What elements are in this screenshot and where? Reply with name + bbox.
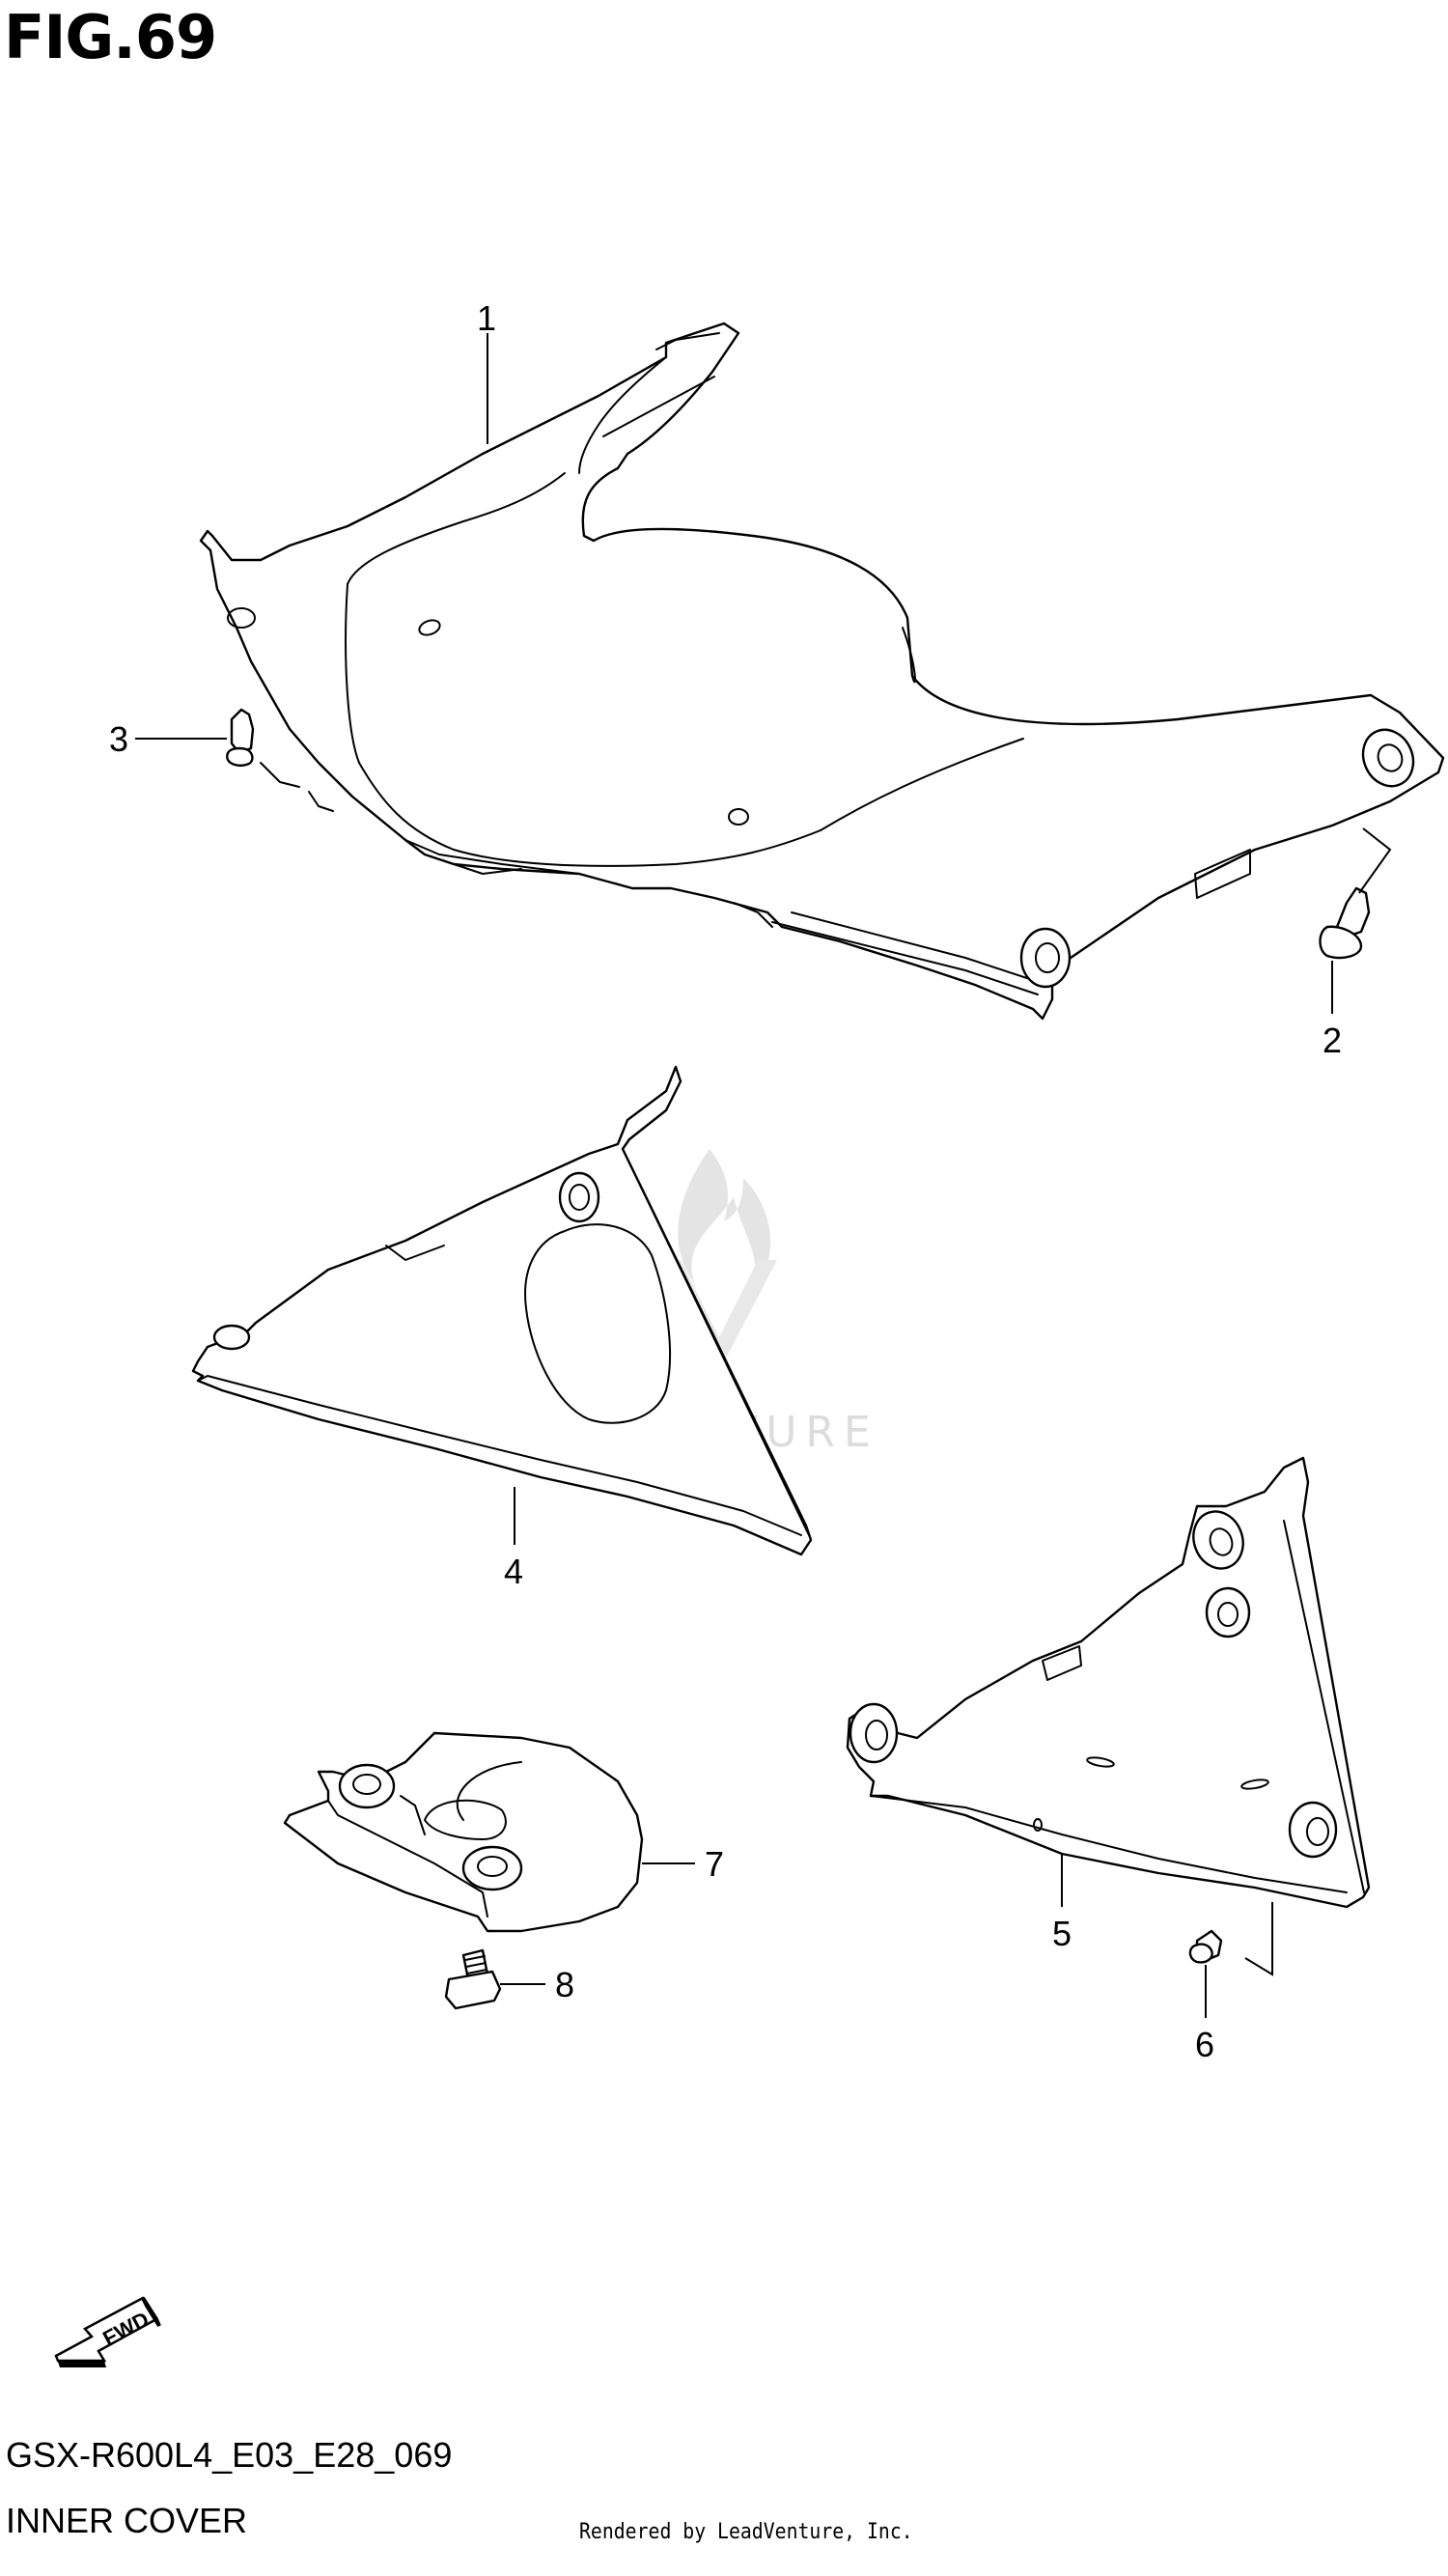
callout-7: 7 (705, 1844, 724, 1884)
rendered-by-credit: Rendered by LeadVenture, Inc. (579, 2520, 913, 2544)
part-8-bolt (444, 1948, 502, 2010)
watermark-flame-icon (678, 1149, 771, 1294)
model-code: GSX-R600L4_E03_E28_069 (6, 2435, 453, 2475)
callout-4: 4 (504, 1552, 523, 1591)
part-7-center-cover (283, 1731, 644, 1933)
callout-5: 5 (1052, 1914, 1072, 1953)
part-6-clip (1188, 1929, 1223, 1964)
callout-1: 1 (477, 298, 496, 338)
callout-2: 2 (1323, 1021, 1342, 1060)
figure-title: FIG.69 (4, 2, 217, 72)
part-4-inner-cover-left (191, 1065, 813, 1556)
part-1-inner-cover (199, 322, 1445, 1021)
fwd-arrow-icon: FWD (54, 2296, 161, 2367)
callout-6: 6 (1195, 2025, 1214, 2064)
part-3-clip (226, 708, 255, 767)
callout-8: 8 (555, 1965, 574, 2004)
section-name: INNER COVER (6, 2501, 248, 2540)
part-5-inner-cover-right (846, 1456, 1371, 1909)
callout-labels: 1 2 3 4 5 6 7 8 (109, 298, 1342, 2064)
leader-lines (135, 333, 1392, 2018)
part-2-clip (1319, 886, 1371, 960)
callout-3: 3 (109, 719, 128, 759)
